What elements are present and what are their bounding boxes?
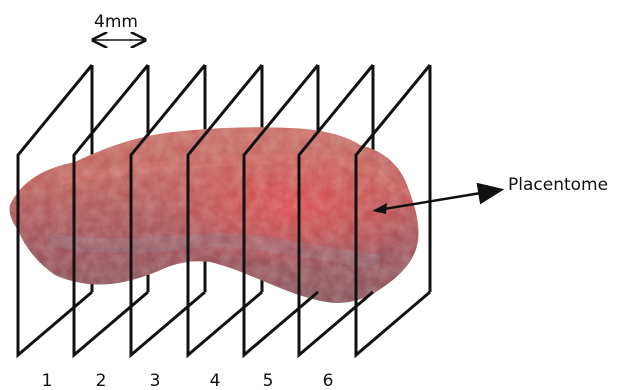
scale-label: 4mm [94, 12, 138, 32]
section-number: 2 [96, 371, 107, 390]
section-number: 5 [263, 371, 274, 390]
section-number: 3 [150, 371, 161, 390]
scale-indicator: 4mm [93, 12, 145, 40]
section-number: 4 [210, 371, 221, 390]
section-numbers: 1 2 3 4 5 6 [42, 371, 334, 390]
section-number: 6 [323, 371, 334, 390]
section-number: 1 [42, 371, 53, 390]
callout-label: Placentome [508, 175, 608, 195]
